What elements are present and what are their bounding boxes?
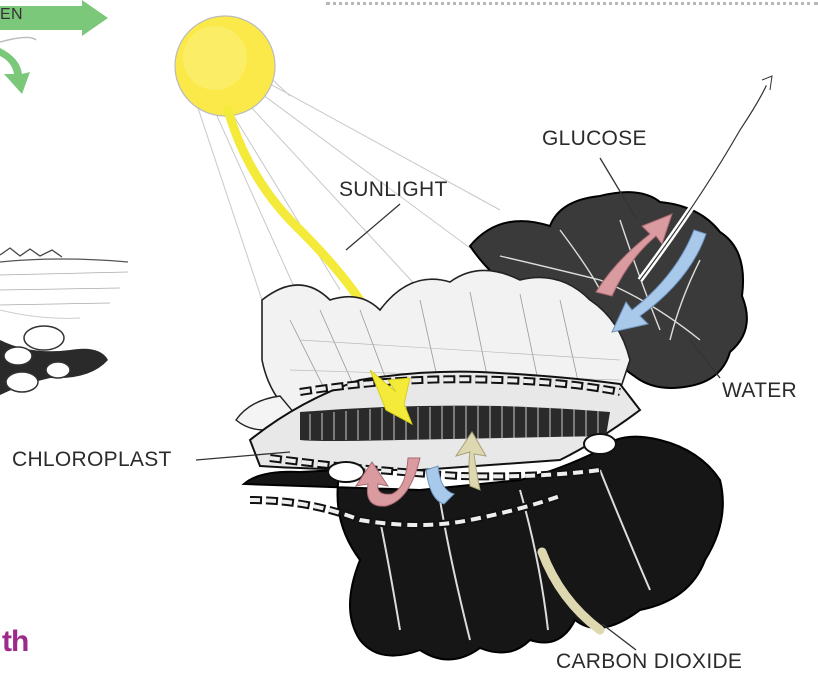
oxygen-swirl bbox=[0, 37, 36, 42]
chloroplast-label: CHLOROPLAST bbox=[12, 448, 172, 472]
sun-group bbox=[175, 16, 500, 300]
water-label: WATER bbox=[722, 379, 797, 403]
leaf-back bbox=[244, 437, 723, 660]
partial-heading: th bbox=[2, 625, 28, 659]
left-partial-sketch bbox=[0, 248, 128, 395]
sunlight-leader bbox=[346, 204, 400, 250]
stoma bbox=[584, 434, 616, 454]
glucose-label: GLUCOSE bbox=[542, 127, 647, 151]
co2-leader bbox=[602, 624, 636, 650]
oxygen-partial-label: EN bbox=[0, 6, 23, 24]
carbon-dioxide-label: CARBON DIOXIDE bbox=[556, 650, 742, 674]
oxygen-arrow-lower bbox=[0, 48, 30, 94]
stoma bbox=[328, 462, 364, 482]
dotted-divider bbox=[326, 2, 818, 5]
sunlight-label: SUNLIGHT bbox=[339, 178, 448, 202]
